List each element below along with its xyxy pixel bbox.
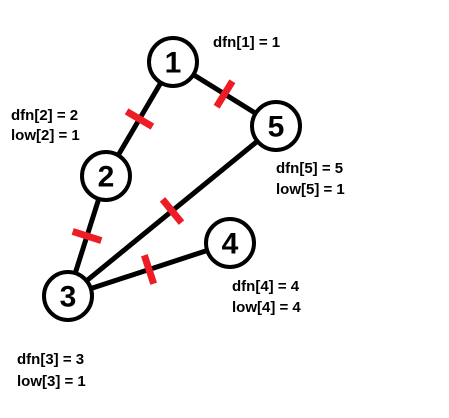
node5-dfn-label: dfn[5] = 5 [276, 160, 343, 177]
node-4-label: 4 [222, 228, 239, 261]
node2-low-label: low[2] = 1 [11, 127, 80, 144]
cut-mark-3-5 [159, 197, 185, 225]
node-1-circle [147, 36, 199, 88]
node-5-label: 5 [268, 111, 285, 144]
node-3-circle [42, 270, 94, 322]
node-1: 1 [147, 36, 199, 88]
node1-dfn-label: dfn[1] = 1 [213, 34, 280, 51]
node-3: 3 [42, 270, 94, 322]
node4-dfn-label: dfn[4] = 4 [232, 278, 300, 295]
node-4: 4 [204, 217, 256, 269]
node5-low-label: low[5] = 1 [276, 181, 345, 198]
cut-mark-1-5 [213, 79, 236, 109]
node-3-label: 3 [60, 281, 77, 314]
node-5: 5 [250, 100, 302, 152]
cut-mark-3-4 [141, 254, 157, 285]
cut-marks-layer [71, 79, 236, 285]
node-2-circle [80, 150, 132, 202]
node-4-circle [204, 217, 256, 269]
node-1-label: 1 [165, 47, 182, 80]
node3-dfn-label: dfn[3] = 3 [17, 351, 84, 368]
node-2: 2 [80, 150, 132, 202]
cut-mark-1-2 [124, 108, 155, 130]
node-2-label: 2 [98, 161, 115, 194]
cut-mark-2-3 [71, 228, 103, 244]
node2-dfn-label: dfn[2] = 2 [11, 107, 78, 124]
nodes-layer: 1 2 3 4 5 [42, 36, 302, 322]
node3-low-label: low[3] = 1 [17, 373, 86, 390]
node4-low-label: low[4] = 4 [232, 299, 301, 316]
node-5-circle [250, 100, 302, 152]
